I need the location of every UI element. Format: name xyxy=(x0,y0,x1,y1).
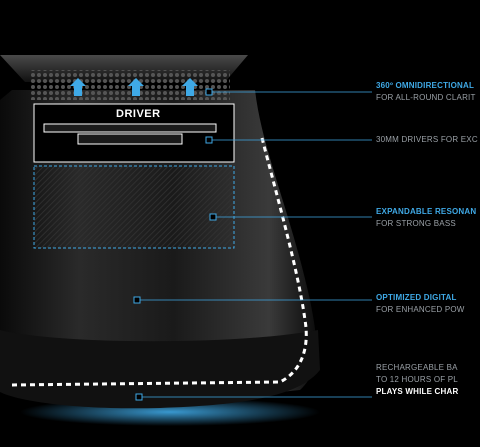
callout-omnidirectional: 360º OMNIDIRECTIONAL FOR ALL-ROUND CLARI… xyxy=(376,81,476,102)
callout-drivers: 30MM DRIVERS FOR EXC xyxy=(376,135,478,144)
callout-resonance: EXPANDABLE RESONAN FOR STRONG BASS xyxy=(376,207,477,228)
dashed-body-outline xyxy=(9,137,308,387)
driver-box xyxy=(33,103,235,163)
driver-label: DRIVER xyxy=(116,108,161,120)
resonance-chamber xyxy=(33,165,235,249)
anchor-markers xyxy=(133,88,217,401)
driver-magnet xyxy=(77,133,183,145)
callout-digital: OPTIMIZED DIGITAL FOR ENHANCED POW xyxy=(376,293,465,314)
arrow-up-icon xyxy=(70,78,198,96)
callout-battery: RECHARGEABLE BA TO 12 HOURS OF PL PLAYS … xyxy=(376,363,459,396)
speaker-base xyxy=(0,330,320,409)
leader-lines xyxy=(138,91,372,398)
driver-plate xyxy=(43,123,217,133)
